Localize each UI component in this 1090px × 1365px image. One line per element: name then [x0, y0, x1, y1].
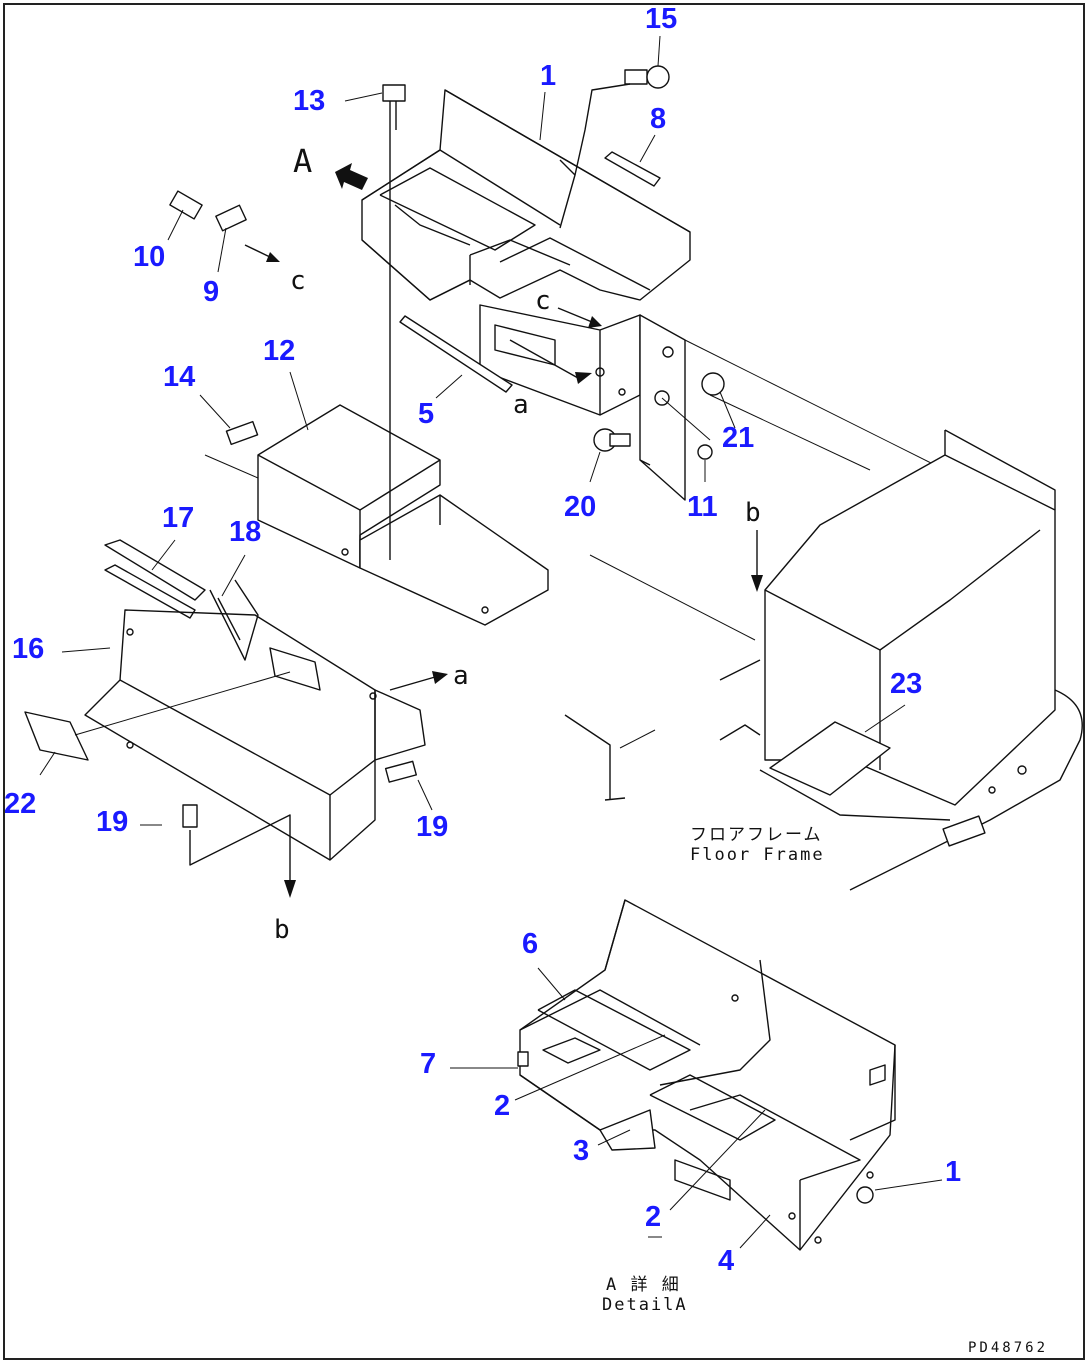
callout-18: 18 [229, 516, 262, 548]
rod-part-5 [399, 315, 513, 393]
fitting-part-9 [215, 204, 247, 232]
callout-22: 22 [4, 788, 37, 820]
panel-part-16 [84, 539, 426, 861]
bolt-part-19 [182, 760, 418, 880]
callout-12: 12 [263, 335, 296, 367]
detail-a-caption-jp: A 詳 細 [606, 1275, 681, 1295]
view-arrow [335, 163, 368, 190]
callout-1-detail: 1 [945, 1156, 962, 1188]
callout-4: 4 [718, 1245, 735, 1277]
callout-2: 2 [494, 1090, 511, 1122]
callout-23: 23 [890, 668, 923, 700]
callout-21: 21 [722, 422, 755, 454]
floor-frame-caption: フロアフレーム Floor Frame [690, 825, 825, 865]
clip-part-11 [697, 444, 713, 460]
callout-5: 5 [418, 398, 435, 430]
callout-19: 19 [96, 806, 129, 838]
callout-16: 16 [12, 633, 45, 665]
callout-11: 11 [687, 491, 718, 523]
callout-2-detail: 2 [645, 1201, 662, 1233]
drawing-border [3, 3, 1085, 1360]
callout-3: 3 [573, 1135, 590, 1167]
bolt-part-15 [574, 65, 670, 176]
reference-arrows [244, 244, 763, 898]
ref-b-lower: b [274, 915, 290, 945]
detail-a-caption-en: DetailA [602, 1294, 688, 1315]
plug-part-21 [701, 372, 725, 396]
floor-frame-caption-en: Floor Frame [690, 844, 825, 865]
callout-1: 1 [540, 60, 557, 92]
leader-lines [39, 35, 943, 1249]
bolt-part-14 [225, 420, 259, 446]
callout-15: 15 [645, 3, 678, 35]
ref-c-right: c [535, 286, 551, 316]
drawing-code: PD48762 [968, 1340, 1049, 1356]
callout-13: 13 [293, 85, 326, 117]
callout-17: 17 [162, 502, 195, 534]
callout-9: 9 [203, 276, 220, 308]
callout-14: 14 [163, 361, 196, 393]
callout-6: 6 [522, 928, 539, 960]
strip-part-8 [604, 151, 661, 187]
detail-a-caption: A 詳 細 DetailA [602, 1275, 688, 1315]
plate-part-22 [24, 711, 89, 761]
floor-frame-caption-jp: フロアフレーム [690, 825, 823, 845]
detail-a-bracket [517, 899, 896, 1251]
ref-a-lower: a [453, 661, 469, 691]
bracket-upper [361, 89, 691, 501]
callout-20: 20 [564, 491, 597, 523]
ref-a-upper: a [513, 390, 529, 420]
bolt-part-10 [169, 190, 203, 220]
floor-frame [564, 429, 1083, 891]
callout-10: 10 [133, 241, 166, 273]
ref-b-upper: b [745, 498, 761, 528]
callout-7: 7 [420, 1048, 437, 1080]
cover-part-12 [257, 404, 549, 626]
view-label-a: A [293, 142, 313, 180]
bolt-part-13 [382, 84, 406, 560]
callout-19-right: 19 [416, 811, 449, 843]
callout-8: 8 [650, 103, 667, 135]
ref-c-left: c [290, 266, 306, 296]
